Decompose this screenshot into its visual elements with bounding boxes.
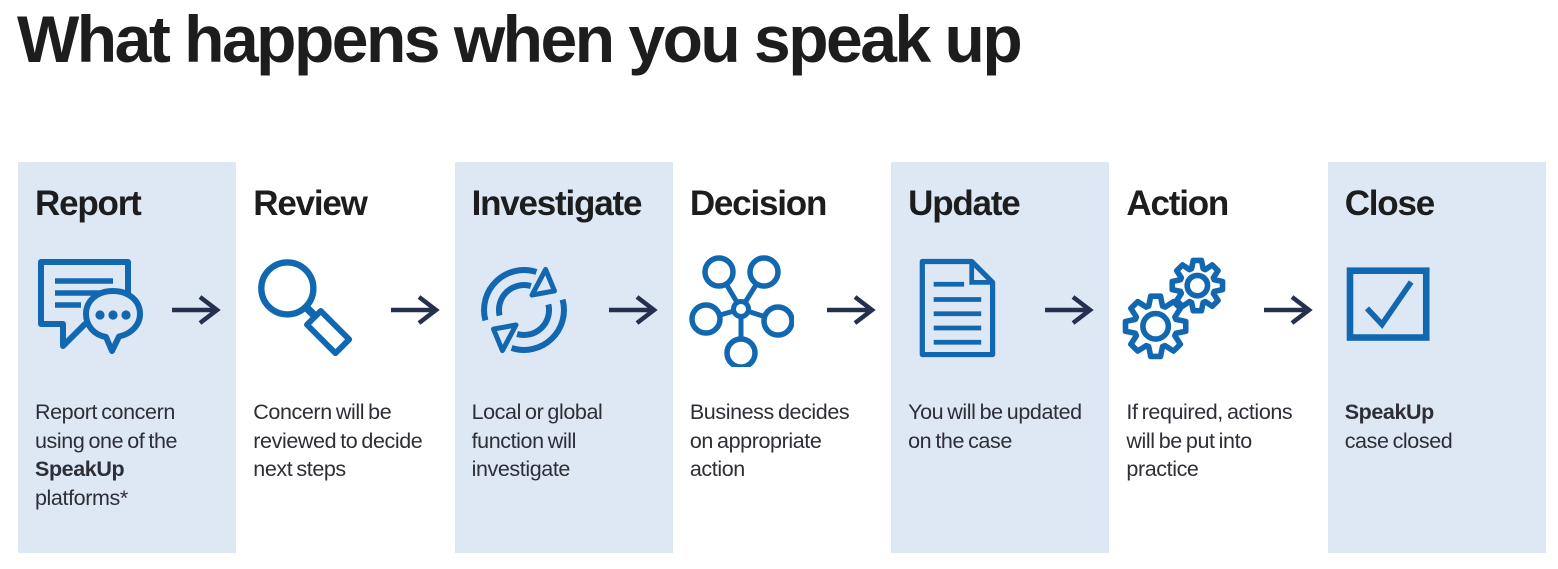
description-line: will be put into — [1126, 428, 1252, 453]
description-line: SpeakUp — [1344, 400, 1435, 424]
description-line: Local or global — [471, 400, 603, 424]
description-line: next steps — [253, 457, 346, 481]
step-title: Investigate — [471, 184, 643, 223]
step-investigate: Investigate Local or global function wil… — [454, 162, 673, 553]
step-description: If required, actions will be put into pr… — [1126, 398, 1292, 484]
description-line: action — [689, 457, 745, 481]
description-line: on the case — [908, 428, 1012, 453]
document-icon — [919, 258, 996, 358]
step-update: Update You will be updated on the case — [891, 162, 1110, 553]
flow-arrow-icon — [1263, 295, 1313, 325]
step-title: Review — [253, 184, 368, 223]
step-title: Decision — [689, 184, 827, 223]
step-description: Report concern using one of the SpeakUp … — [35, 398, 178, 512]
description-line: Report concern — [35, 400, 175, 424]
flow-arrow-icon — [172, 295, 221, 325]
process-flow: Report Report concern using one of the S… — [18, 162, 1546, 553]
flow-arrow-icon — [827, 295, 876, 325]
speech-bubbles-icon — [38, 259, 143, 354]
step-close: Close SpeakUp case closed — [1327, 162, 1546, 553]
description-line: using one of the — [35, 428, 178, 453]
step-action: Action If required, actions will be put … — [1109, 162, 1327, 553]
gears-icon — [1123, 257, 1226, 360]
description-line: function will — [471, 428, 577, 453]
step-review: Review Concern will be reviewed to decid… — [236, 162, 454, 553]
description-line: investigate — [471, 457, 571, 481]
magnifier-icon — [258, 259, 353, 357]
step-title: Action — [1126, 184, 1229, 223]
description-line: case closed — [1344, 428, 1453, 453]
description-line: You will be updated — [908, 400, 1082, 424]
description-line: Business decides — [689, 400, 850, 424]
step-description: Concern will be reviewed to decide next … — [253, 398, 422, 484]
flow-arrow-icon — [1045, 295, 1095, 325]
page-title: What happens when you speak up — [17, 2, 1023, 76]
description-line: If required, actions — [1126, 400, 1293, 424]
description-line: on appropriate — [689, 428, 822, 453]
flow-arrow-icon — [390, 295, 440, 325]
flow-arrow-icon — [608, 295, 658, 325]
step-title: Close — [1344, 184, 1436, 223]
step-description: SpeakUp case closed — [1345, 398, 1453, 455]
step-description: Local or global function will investigat… — [472, 398, 603, 484]
step-description: Business decides on appropriate action — [689, 398, 850, 484]
description-line: SpeakUp — [35, 457, 125, 481]
step-report: Report Report concern using one of the S… — [18, 162, 237, 553]
step-title: Update — [908, 184, 1021, 223]
step-description: You will be updated on the case — [908, 398, 1082, 455]
description-line: Concern will be — [253, 400, 392, 424]
cycle-arrows-icon — [480, 266, 567, 354]
description-line: platforms* — [35, 485, 128, 510]
description-line: practice — [1126, 457, 1199, 481]
step-decision: Decision Business decides on appropriate… — [673, 162, 891, 553]
network-nodes-icon — [689, 255, 794, 367]
step-title: Report — [35, 184, 142, 223]
description-line: reviewed to decide — [253, 428, 423, 453]
checkbox-check-icon — [1346, 267, 1430, 341]
